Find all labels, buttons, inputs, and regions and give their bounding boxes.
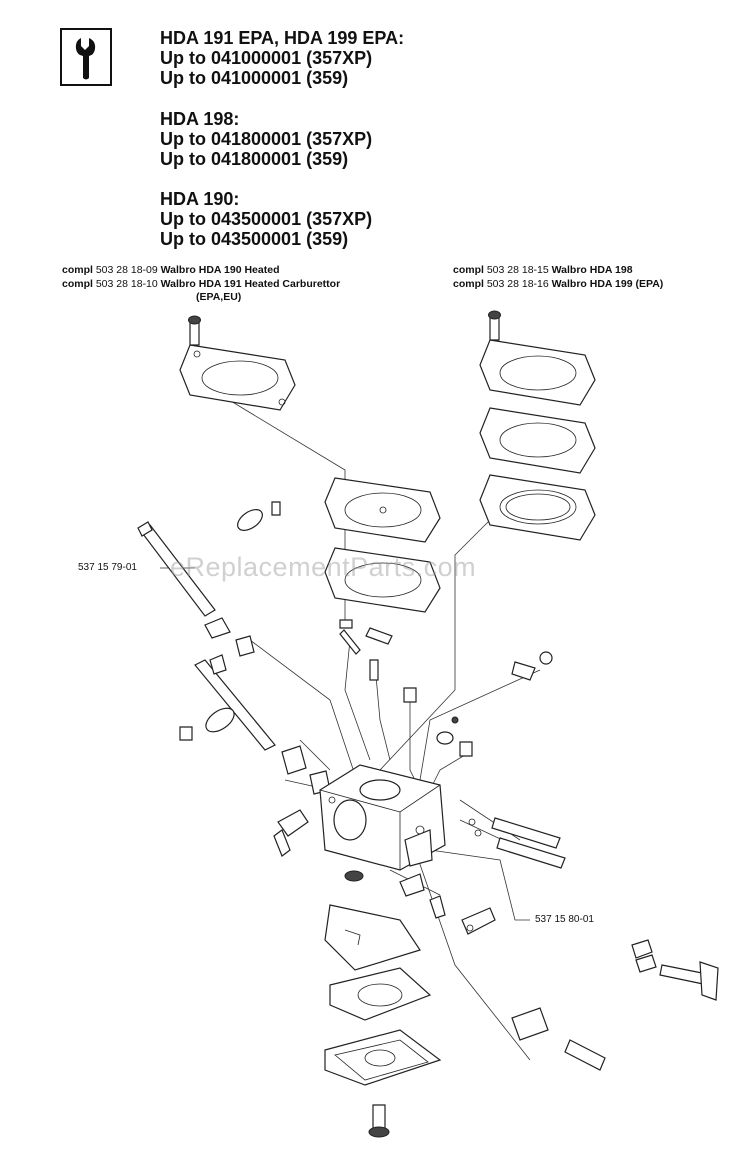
adjustment-needles — [468, 817, 566, 869]
kit-line: compl 503 28 18-10 Walbro HDA 191 Heated… — [62, 278, 340, 290]
header-title: HDA 198: — [160, 109, 240, 129]
header-line: Up to 043500001 (359) — [160, 229, 349, 249]
fuel-fitting — [273, 809, 309, 857]
lever-clip — [344, 870, 496, 935]
kit-number: 503 28 18-15 — [486, 264, 549, 276]
carburetor-body — [319, 764, 446, 871]
kit-line: compl 503 28 18-16 Walbro HDA 199 (EPA) — [453, 278, 663, 290]
gasket-stack-right — [479, 310, 596, 541]
kit-prefix: compl — [453, 264, 484, 276]
kit-name: (EPA,EU) — [196, 291, 242, 303]
kit-name: Walbro HDA 199 (EPA) — [551, 278, 664, 290]
gasket-center — [324, 477, 441, 613]
accessory-parts — [631, 939, 719, 1001]
header-line: Up to 041000001 (357XP) — [160, 48, 373, 68]
header-group-1: HDA 191 EPA, HDA 199 EPA: Up to 04100000… — [160, 28, 404, 88]
kit-number: 503 28 18-09 — [95, 264, 158, 276]
header-line: Up to 041000001 (359) — [160, 68, 349, 88]
wrench-icon — [60, 28, 112, 86]
kit-number: 503 28 18-10 — [95, 278, 158, 290]
header-title: HDA 191 EPA, HDA 199 EPA: — [160, 28, 405, 48]
kit-prefix: compl — [62, 278, 93, 290]
idle-spring-screw — [511, 1007, 606, 1071]
header-group-3: HDA 190: Up to 043500001 (357XP) Up to 0… — [160, 189, 372, 249]
header-line: Up to 041800001 (357XP) — [160, 129, 373, 149]
kit-prefix: compl — [453, 278, 484, 290]
kit-number: 503 28 18-16 — [486, 278, 549, 290]
kit-name: Walbro HDA 190 Heated — [160, 264, 280, 276]
header-group-2: HDA 198: Up to 041800001 (357XP) Up to 0… — [160, 109, 372, 169]
small-parts — [339, 619, 553, 757]
choke-shaft — [179, 654, 331, 795]
kit-name: Walbro HDA 198 — [551, 264, 633, 276]
metering-diaphragm — [324, 904, 421, 971]
kit-prefix: compl — [62, 264, 93, 276]
throttle-shaft — [137, 501, 281, 657]
header-title: HDA 190: — [160, 189, 240, 209]
metering-gasket — [329, 967, 432, 1021]
gasket-left-top — [179, 315, 296, 411]
cover-screw — [368, 1104, 390, 1138]
kit-line: compl 503 28 18-09 Walbro HDA 190 Heated — [62, 264, 280, 276]
kit-name: Walbro HDA 191 Heated Carburettor — [160, 278, 341, 290]
kit-line: compl 503 28 18-15 Walbro HDA 198 — [453, 264, 633, 276]
callout-shaft-part-number: 537 15 79-01 — [78, 562, 137, 573]
header-line: Up to 043500001 (357XP) — [160, 209, 373, 229]
watermark: eReplacementParts.com — [170, 552, 477, 582]
header-line: Up to 041800001 (359) — [160, 149, 349, 169]
metering-cover — [324, 1029, 442, 1086]
kit-line-continuation: (EPA,EU) — [196, 291, 241, 303]
callout-clip-part-number: 537 15 80-01 — [535, 914, 594, 925]
